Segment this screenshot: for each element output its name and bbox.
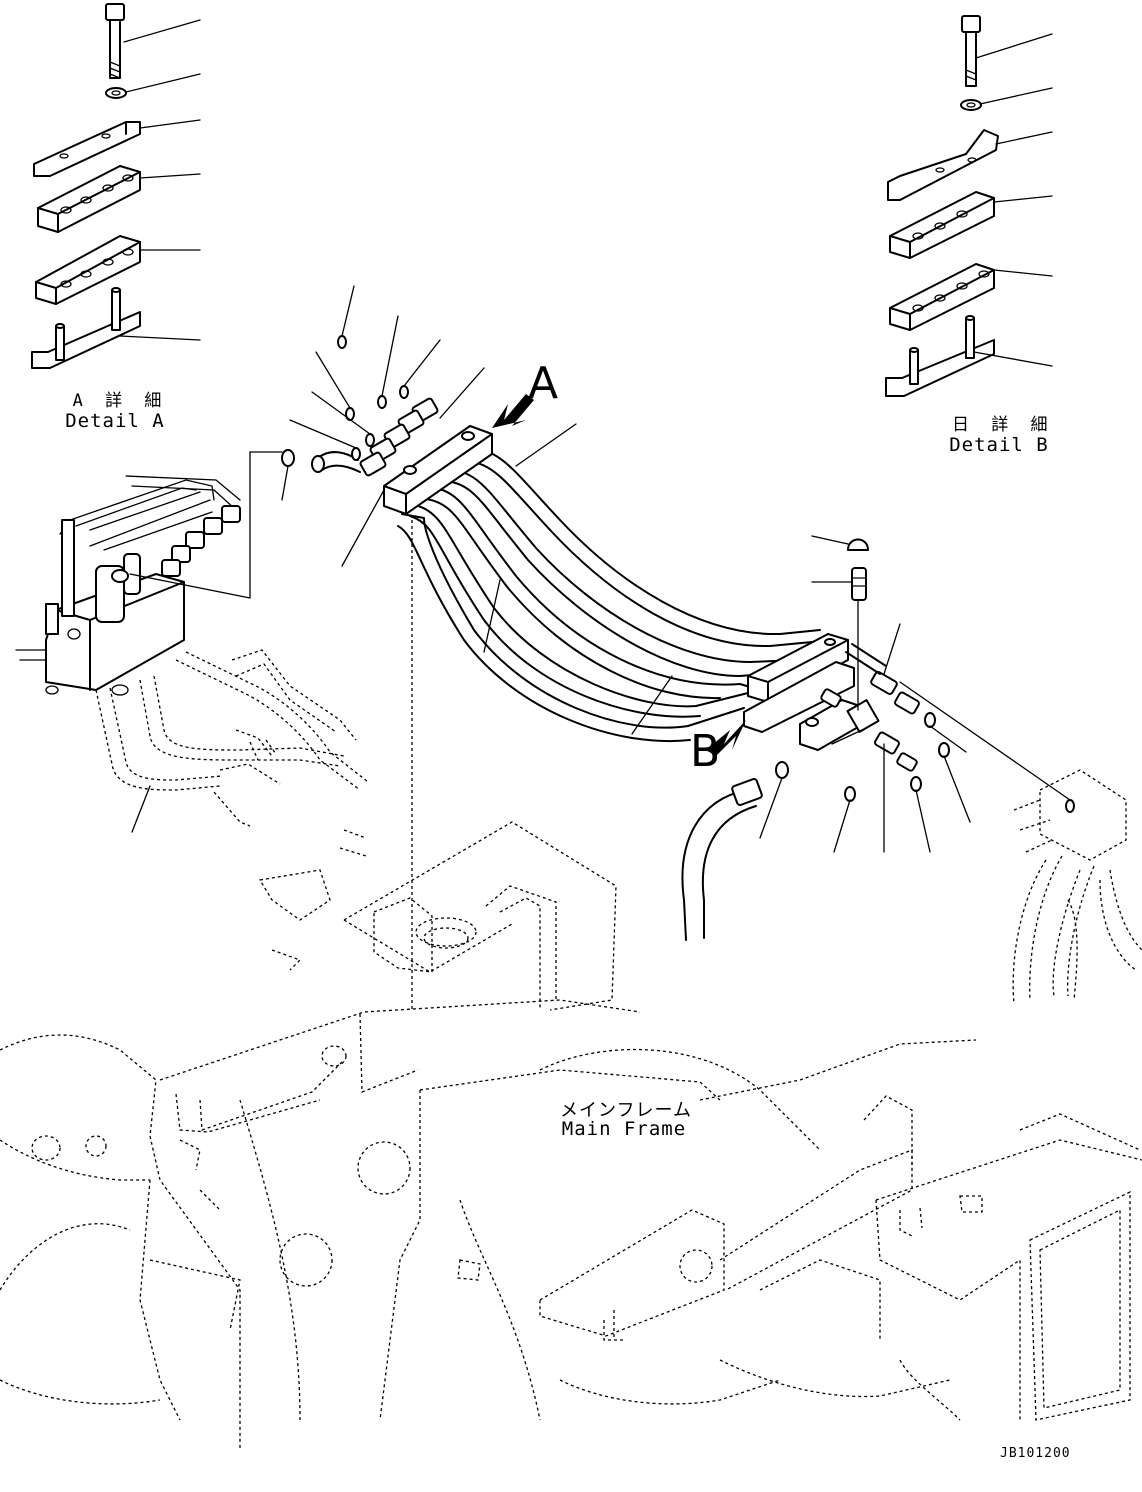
view-arrow-b-letter: B [690,726,721,777]
bleeder-nipple [811,535,869,711]
detail-a-label-en: Detail A [65,410,165,432]
detail-b-label-en: Detail B [949,434,1049,456]
main-frame-label-jp: メインフレーム [560,1100,692,1121]
detail-b-base-bracket [885,315,995,397]
view-arrow-b [706,720,746,756]
front-clamp-block [383,425,493,515]
detail-a-leaders [119,19,201,341]
detail-a-exploded-view [31,3,201,369]
detail-a-lower-clamp [35,235,141,305]
detail-b-top-plate [887,129,999,201]
detail-b-washer [960,99,982,111]
detail-a-top-plate [33,121,141,177]
rear-hose-left [681,778,763,941]
main-frame-outline [0,821,1142,1450]
valve-fittings [111,505,241,583]
valve-dashed-hoses [95,649,369,857]
right-valve-connection [1012,769,1142,1005]
view-arrow-a-letter: A [528,358,559,409]
drawing-code: JB101200 [1000,1446,1071,1461]
detail-b-lower-clamp [889,263,995,331]
detail-b-bolt [961,15,981,87]
front-fittings [311,397,439,477]
detail-a-label-jp: A 詳 細 [72,391,168,411]
detail-b-leaders [973,33,1053,367]
control-valve-assembly [15,451,283,696]
detail-b-exploded-view [885,15,1053,397]
detail-a-upper-clamp [37,165,141,233]
rear-clamp-block [743,633,855,733]
detail-b-label-jp: 日 詳 細 [952,415,1054,435]
main-frame-label-en: Main Frame [561,1118,687,1140]
hydraulic-tube-assembly [281,285,1075,1010]
detail-a-base-bracket [31,287,141,369]
rear-leaders [759,623,1071,853]
front-leaders [281,285,673,1010]
view-arrow-a [492,394,534,428]
detail-a-washer [105,87,127,99]
rear-junction-block [799,643,920,772]
detail-b-upper-clamp [889,191,995,259]
detail-a-bolt [105,3,125,79]
